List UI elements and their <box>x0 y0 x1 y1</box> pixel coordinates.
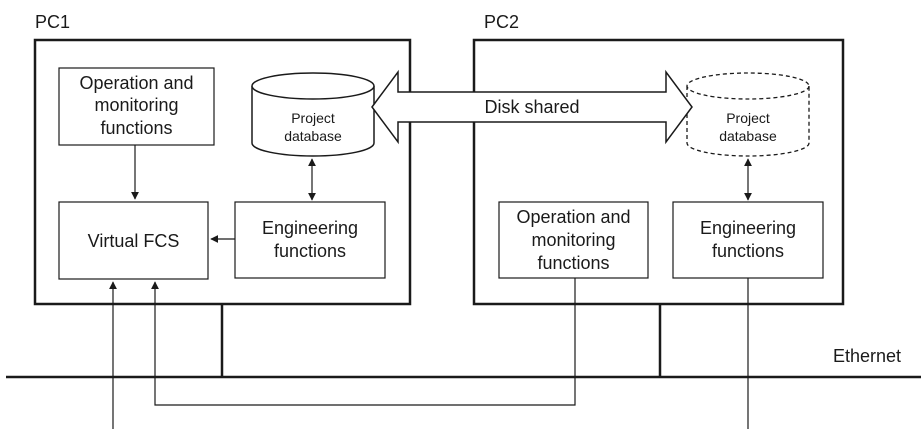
pc1-operation-line2: monitoring <box>94 95 178 115</box>
pc2-operation-line1: Operation and <box>516 207 630 227</box>
pc1-engineering-box <box>234 201 386 279</box>
pc2-engineering-line1: Engineering <box>700 218 796 238</box>
pc1-virtual-fcs-label: Virtual FCS <box>88 231 180 251</box>
pc2-database-line2: database <box>719 128 777 144</box>
pc1-database-line1: Project <box>291 110 335 126</box>
pc1-engineering-line2: functions <box>274 241 346 261</box>
pc2-label: PC2 <box>484 12 519 32</box>
pc1-database-icon <box>251 72 375 157</box>
disk-shared-arrow <box>371 69 693 145</box>
pc1-virtual-fcs-box <box>58 201 209 280</box>
pc1-operation-line3: functions <box>100 118 172 138</box>
pc2-operation-to-fcs-line <box>151 278 576 406</box>
pc1-label: PC1 <box>35 12 70 32</box>
pc2-database-icon <box>686 72 810 157</box>
pc1-operation-line1: Operation and <box>79 73 193 93</box>
pc1-operation-box <box>58 67 215 146</box>
pc2-engineering-line2: functions <box>712 241 784 261</box>
pc2-engineering-box <box>672 201 824 279</box>
ethernet-label: Ethernet <box>833 346 901 366</box>
pc2-operation-line3: functions <box>537 253 609 273</box>
pc1-engineering-line1: Engineering <box>262 218 358 238</box>
pc2-container <box>472 38 845 306</box>
disk-shared-label: Disk shared <box>484 97 579 117</box>
pc1-database-line2: database <box>284 128 342 144</box>
pc2-operation-line2: monitoring <box>531 230 615 250</box>
pc2-database-line1: Project <box>726 110 770 126</box>
pc2-operation-box <box>498 201 649 279</box>
